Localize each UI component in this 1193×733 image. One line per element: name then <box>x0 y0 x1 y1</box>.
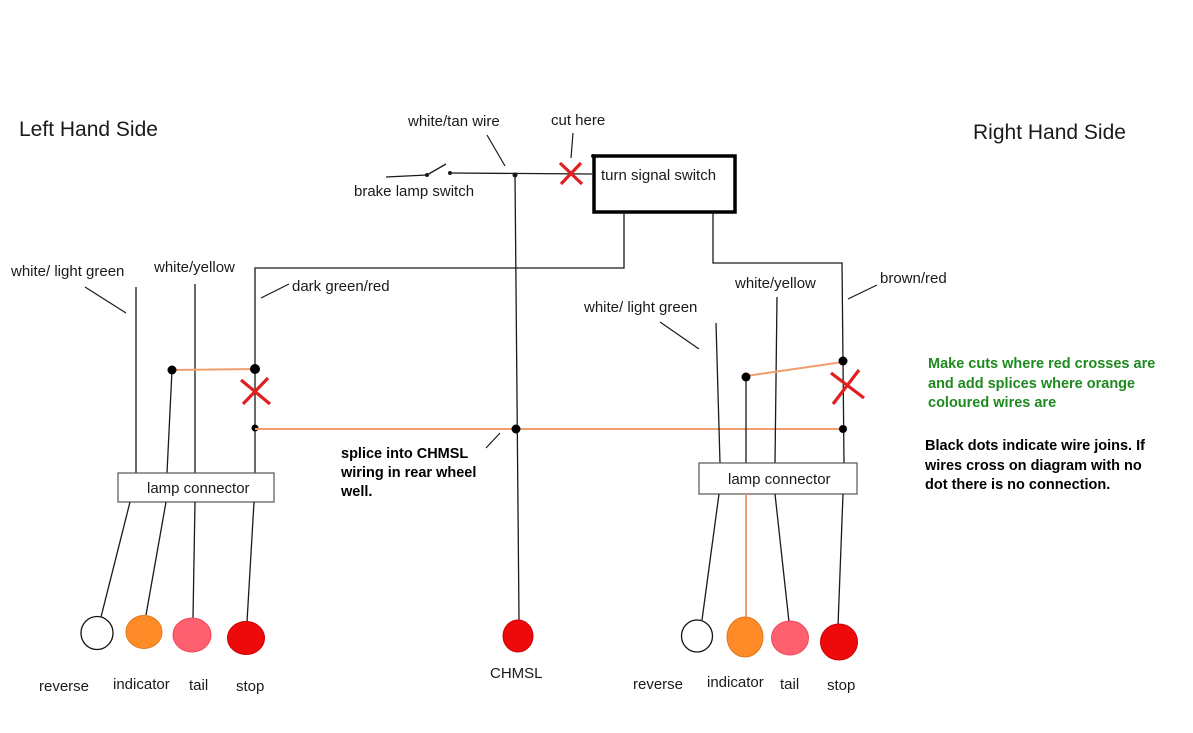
right-tail-wire-upper <box>774 296 778 464</box>
splice-note-pointer <box>485 432 501 449</box>
right-cross-icon <box>830 369 865 405</box>
cut-here-pointer <box>570 132 574 159</box>
cut-note-line-3: coloured wires are <box>928 395 1057 411</box>
left-side-title: Left Hand Side <box>19 118 158 141</box>
center-area: splice into CHMSL wiring in rear wheel w… <box>340 432 543 682</box>
right-join-dot-stop <box>838 356 848 366</box>
right-reverse-wire-upper <box>715 322 721 464</box>
left-stop-lamp <box>227 621 265 655</box>
right-white-yellow-label: white/yellow <box>734 275 816 292</box>
right-splice-wire <box>745 361 844 377</box>
right-tail-wire-lower <box>774 493 790 623</box>
left-indicator-wire-upper <box>166 369 173 474</box>
brown-red-wire-upper <box>712 212 844 362</box>
right-brown-red-pointer <box>847 284 878 300</box>
right-brown-red-label: brown/red <box>880 270 947 287</box>
right-lamp-connector <box>698 462 858 495</box>
left-splice-wire <box>171 368 256 371</box>
right-side-wiring: white/ light green white/yellow brown/re… <box>583 270 947 694</box>
right-lamp-label-tail: tail <box>780 676 799 693</box>
white-tan-wire-label: white/tan wire <box>407 113 500 130</box>
left-lamp-label-reverse: reverse <box>39 678 89 695</box>
right-side-title: Right Hand Side <box>973 121 1126 144</box>
right-indicator-lamp <box>726 616 764 658</box>
left-lamp-label-stop: stop <box>236 678 264 695</box>
left-lamp-label-tail: tail <box>189 677 208 694</box>
left-reverse-lamp <box>80 615 114 651</box>
left-reverse-wire-lower <box>100 501 131 618</box>
cut-note-line-2: and add splices where orange <box>928 375 1136 392</box>
splice-note-line-1: splice into CHMSL <box>341 446 468 462</box>
cut-here-area: cut here <box>551 112 605 186</box>
white-tan-wire <box>449 172 593 175</box>
left-white-yellow-label: white/yellow <box>153 259 235 276</box>
chmsl-lamp <box>502 619 534 653</box>
left-white-light-green-pointer <box>84 286 127 314</box>
left-join-dot-stop <box>250 364 260 374</box>
join-dot-legend: Black dots indicate wire joins. If wires… <box>925 437 1145 496</box>
right-stop-lamp <box>820 623 858 661</box>
brake-lamp-switch-label: brake lamp switch <box>354 183 474 200</box>
cut-note-line-1: Make cuts where red crosses are <box>928 356 1156 372</box>
cut-splice-instructions: Make cuts where red crosses are and add … <box>928 355 1155 414</box>
left-lamp-connector <box>117 472 275 503</box>
right-lamp-connector-label: lamp connector <box>728 471 831 488</box>
turn-signal-switch-box <box>592 154 737 214</box>
left-dark-green-red-pointer <box>260 283 290 299</box>
left-tail-lamp <box>172 617 212 653</box>
legend-line-3: dot there is no connection. <box>925 477 1111 493</box>
splice-note-line-3: well. <box>340 484 372 500</box>
right-white-light-green-pointer <box>659 321 700 350</box>
right-reverse-wire-lower <box>701 493 720 621</box>
legend-line-2: wires cross on diagram with no <box>925 457 1142 474</box>
chmsl-label: CHMSL <box>490 665 543 682</box>
right-join-dot-chmsl-splice <box>839 425 847 433</box>
right-lamp-label-indicator: indicator <box>707 674 764 691</box>
turn-signal-switch: turn signal switch <box>591 154 737 214</box>
left-lamp-label-indicator: indicator <box>113 676 170 693</box>
right-lamp-label-stop: stop <box>827 677 855 694</box>
cross-icon <box>558 161 584 186</box>
left-tail-wire-lower <box>192 501 196 619</box>
left-white-light-green-label: white/ light green <box>10 263 124 280</box>
dark-green-red-wire-upper <box>254 212 625 368</box>
switch-blade <box>426 163 447 176</box>
left-cross-icon <box>239 376 272 406</box>
right-white-light-green-label: white/ light green <box>583 299 697 316</box>
left-indicator-wire-lower <box>145 501 167 616</box>
right-stop-wire-upper <box>842 360 845 464</box>
right-tail-lamp <box>771 620 809 656</box>
cut-here-label: cut here <box>551 112 605 129</box>
chmsl-join-dot <box>511 424 521 434</box>
splice-note-line-2: wiring in rear wheel <box>340 465 476 481</box>
right-join-dot-indicator <box>741 372 751 382</box>
left-lamp-connector-label: lamp connector <box>147 480 250 497</box>
white-tan-pointer <box>486 134 506 167</box>
left-side-wiring: white/ light green white/yellow dark gre… <box>10 259 390 695</box>
left-stop-wire-lower <box>246 501 255 623</box>
legend-line-1: Black dots indicate wire joins. If <box>925 438 1145 454</box>
turn-signal-switch-label: turn signal switch <box>601 167 716 184</box>
chmsl-wire <box>514 174 520 621</box>
right-stop-wire-lower <box>837 493 844 627</box>
brake-switch-area: brake lamp switch white/tan wire <box>354 113 593 200</box>
left-join-dot-indicator <box>167 365 177 375</box>
right-lamp-label-reverse: reverse <box>633 676 683 693</box>
left-dark-green-red-label: dark green/red <box>292 278 390 295</box>
right-reverse-lamp <box>680 619 714 653</box>
left-indicator-lamp <box>125 615 163 649</box>
switch-lead-in <box>385 174 428 178</box>
